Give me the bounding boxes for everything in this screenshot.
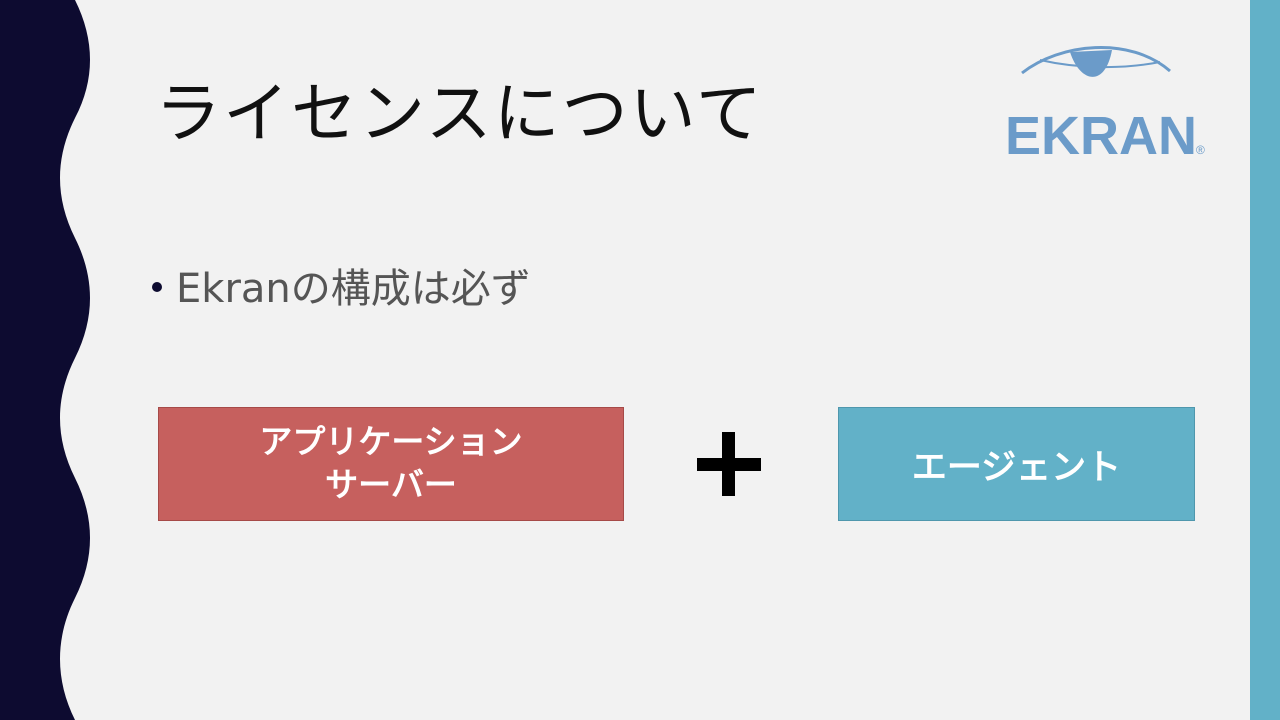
server-label-line2: サーバー bbox=[325, 465, 457, 504]
logo-registered-mark: ® bbox=[1196, 143, 1205, 157]
slide-title: ライセンスについて bbox=[155, 75, 764, 152]
eye-icon bbox=[1021, 46, 1171, 77]
agent-label: エージェント bbox=[911, 447, 1122, 488]
bullet-text: Ekranの構成は必ず bbox=[176, 266, 531, 312]
server-label-line1: アプリケーション bbox=[259, 422, 523, 462]
agent-box: エージェント bbox=[838, 407, 1195, 521]
application-server-box: アプリケーション サーバー bbox=[158, 407, 624, 521]
right-accent-bar bbox=[1250, 0, 1280, 720]
bullet-dot-icon bbox=[152, 282, 162, 292]
ekran-logo: EKRAN ® bbox=[1005, 46, 1205, 166]
logo-text: EKRAN bbox=[1005, 106, 1197, 166]
left-wave-decoration bbox=[0, 0, 90, 720]
plus-icon bbox=[697, 432, 761, 496]
bullet-item: Ekranの構成は必ず bbox=[152, 256, 531, 314]
